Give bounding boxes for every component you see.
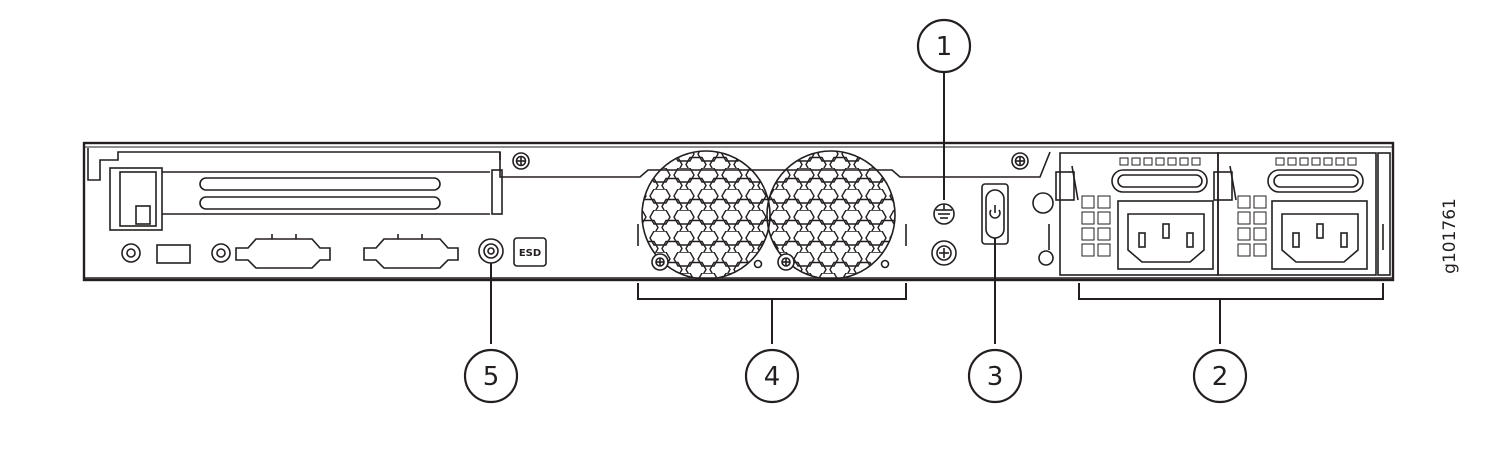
ground-screw-icon	[931, 240, 957, 266]
screw-icon	[1011, 152, 1029, 170]
power-button[interactable]	[981, 183, 1009, 245]
pci-bracket	[87, 148, 503, 231]
esd-label-box	[513, 237, 547, 267]
chassis-body	[82, 141, 1395, 282]
callout-2	[1192, 348, 1248, 404]
fan-1	[641, 150, 771, 280]
figure-id: g101761	[1440, 198, 1460, 274]
callout-4-number: 4	[764, 362, 781, 392]
fan-2	[766, 150, 896, 280]
callout-4	[744, 348, 800, 404]
serial-port	[235, 238, 331, 269]
ground-symbol-icon	[933, 203, 955, 225]
callout-5-number: 5	[483, 362, 500, 392]
screw-icon	[512, 152, 530, 170]
callout-1-number: 1	[936, 32, 953, 62]
psu-2	[1213, 152, 1377, 276]
callout-5	[463, 348, 519, 404]
callout-3	[967, 348, 1023, 404]
power-inlet[interactable]	[1271, 200, 1368, 270]
serial-port	[363, 238, 459, 269]
ports-row	[121, 234, 459, 269]
usb-port	[156, 244, 191, 264]
esd-label: ESD	[519, 248, 541, 259]
callout-3-number: 3	[987, 362, 1004, 392]
callout-2-number: 2	[1212, 362, 1229, 392]
callout-1	[916, 18, 972, 74]
psu-1	[1055, 152, 1219, 276]
power-inlet[interactable]	[1117, 200, 1214, 270]
